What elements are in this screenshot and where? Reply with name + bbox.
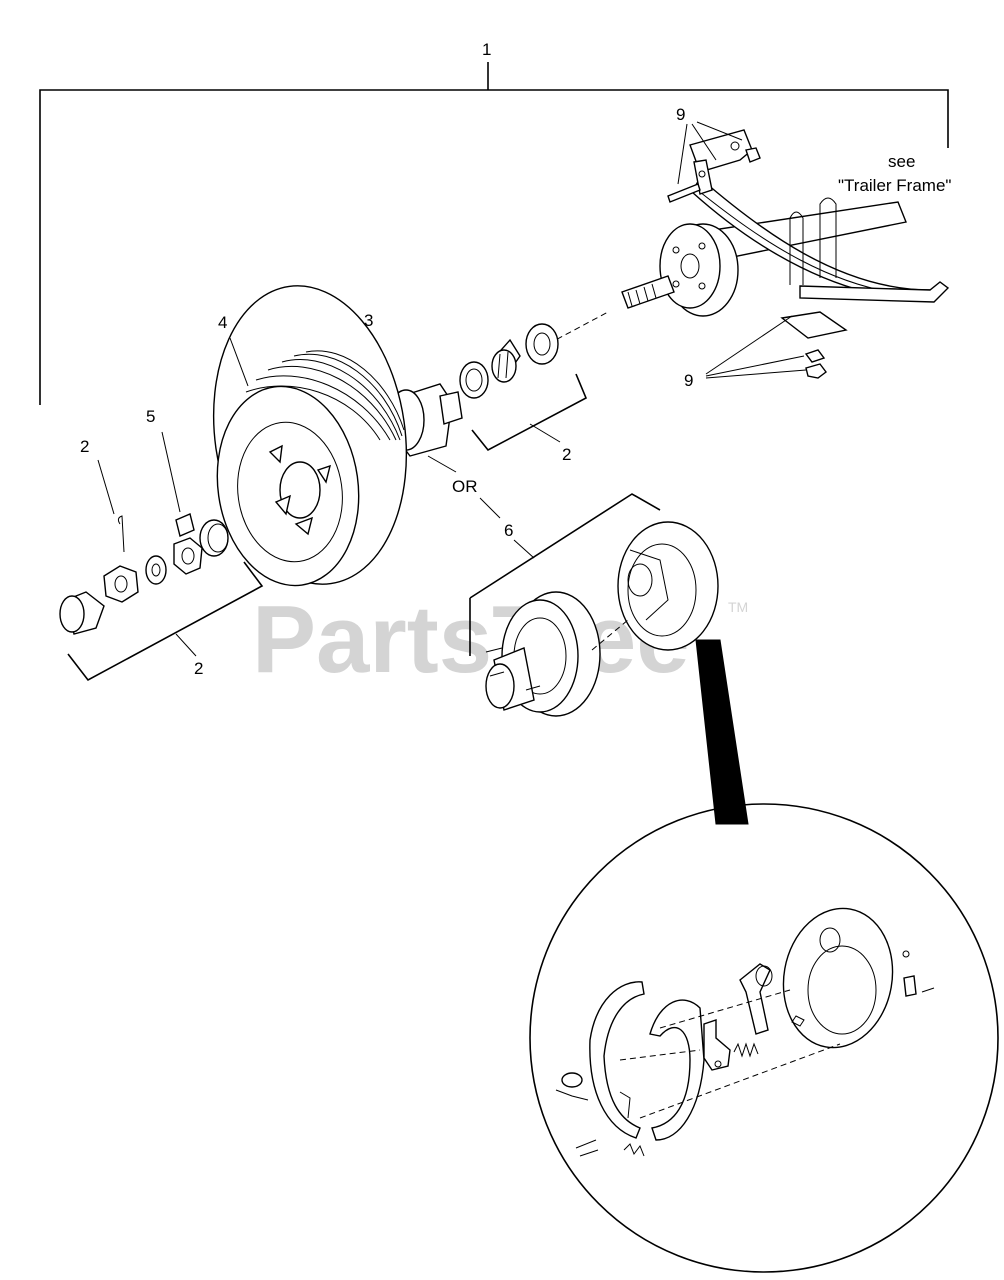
bracket-6 bbox=[469, 493, 661, 656]
leader-4 bbox=[229, 337, 249, 387]
callout-4: 4 bbox=[218, 313, 227, 332]
inner-bearing-seal-set bbox=[459, 323, 559, 399]
callout-1: 1 bbox=[482, 40, 491, 59]
leader-5 bbox=[161, 431, 181, 513]
callout-9-bottom: 9 bbox=[684, 371, 693, 390]
leader-or-top bbox=[427, 455, 457, 473]
callout-9-top: 9 bbox=[676, 105, 685, 124]
watermark-trademark: TM bbox=[728, 599, 748, 615]
leaf-spring-axle-assembly bbox=[621, 129, 950, 379]
callout-2-pin: 2 bbox=[80, 437, 89, 456]
leader-or-bottom bbox=[479, 497, 501, 519]
callout-2-bearings: 2 bbox=[562, 445, 571, 464]
tire-wheel bbox=[212, 285, 408, 587]
or-label: OR bbox=[452, 477, 478, 496]
bracket-2-bearings bbox=[471, 373, 588, 452]
watermark-text: PartsTree bbox=[252, 586, 690, 693]
brake-drum-hub bbox=[485, 591, 601, 717]
note-trailer-frame: "Trailer Frame" bbox=[838, 176, 951, 195]
callout-6: 6 bbox=[504, 521, 513, 540]
brake-detail-view bbox=[529, 803, 999, 1273]
outer-hub-hardware bbox=[59, 513, 229, 635]
brake-backing-plate bbox=[617, 521, 719, 651]
leader-2-pin bbox=[97, 459, 115, 515]
assembly-bracket-1 bbox=[39, 62, 949, 405]
callout-2-bottom: 2 bbox=[194, 659, 203, 678]
leader-6 bbox=[513, 539, 535, 559]
callout-3: 3 bbox=[364, 311, 373, 330]
callout-5: 5 bbox=[146, 407, 155, 426]
detail-pointer bbox=[695, 639, 749, 825]
note-see: see bbox=[888, 152, 915, 171]
leaders-9-bottom bbox=[705, 315, 807, 379]
bracket-2-bottom bbox=[67, 561, 264, 682]
leaders-9-top bbox=[677, 121, 743, 185]
